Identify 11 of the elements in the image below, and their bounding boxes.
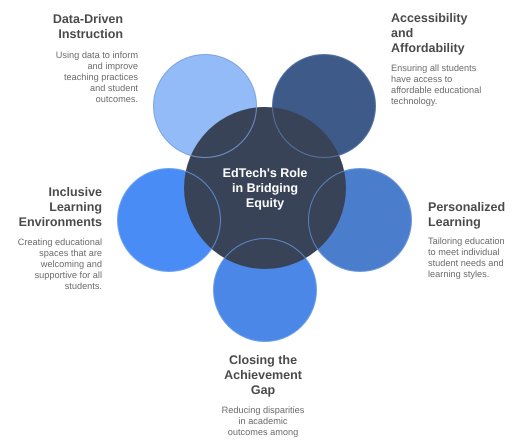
description: Tailoring education to meet individual student needs and learning styles. (428, 236, 506, 280)
description: Reducing disparities in academic outcomes among (221, 405, 305, 438)
center-title: EdTech's Role in Bridging Equity (222, 166, 308, 210)
heading: Personalized Learning (428, 200, 506, 230)
description: Creating educational spaces that are welcoming and supportive for all students. (16, 236, 102, 292)
description: Using data to inform and improve teaching practices and student outcomes. (54, 50, 138, 104)
heading: Closing the Achievement Gap (224, 353, 302, 398)
heading: Data-Driven Instruction (52, 12, 123, 42)
heading: Inclusive Learning Environments (18, 184, 102, 230)
heading: Accessibility and Affordability (391, 10, 468, 56)
description: Ensuring all students have access to affordable educational technology. (391, 62, 482, 106)
